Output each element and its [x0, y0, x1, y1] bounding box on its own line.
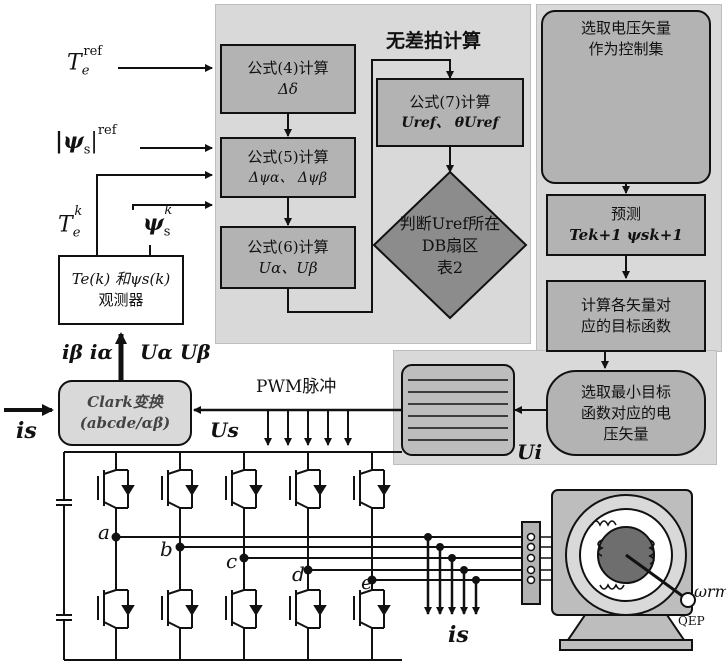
formula7-line2: Uref、 θUref — [401, 113, 498, 134]
formula6-line1: 公式(6)计算 — [247, 237, 328, 258]
phase-e-label: e — [361, 570, 373, 594]
diamond-line1: 判断Uref所在 — [380, 213, 520, 235]
cost-function-box: 计算各矢量对 应的目标函数 — [546, 280, 706, 352]
omega-label: ωrm — [694, 582, 726, 601]
clark-line2: (abcde/αβ) — [80, 413, 171, 434]
cost-line2: 应的目标函数 — [581, 316, 671, 337]
min-line1: 选取最小目标 — [581, 382, 671, 403]
motor — [552, 490, 695, 650]
cost-line1: 计算各矢量对 — [581, 295, 671, 316]
output-register — [402, 365, 514, 455]
i-beta-alpha-label: iβ iα — [62, 340, 113, 364]
observer-box: Te(k) 和ψs(k) 观测器 — [58, 255, 184, 325]
min-line2: 函数对应的电 — [581, 403, 671, 424]
predict-line1: 预测 — [611, 204, 641, 225]
us-label: Us — [210, 418, 239, 442]
formula6-line2: Uα、Uβ — [258, 258, 317, 279]
formula5-line1: 公式(5)计算 — [247, 147, 328, 168]
observer-line2: 观测器 — [98, 290, 143, 311]
formula7-line1: 公式(7)计算 — [409, 92, 490, 113]
u-alpha-beta-label: Uα Uβ — [140, 340, 211, 364]
formula4-line2: Δδ — [278, 79, 298, 100]
te-ref-label: Teref — [67, 50, 108, 79]
formula6-box: 公式(6)计算 Uα、Uβ — [220, 226, 356, 289]
qep-label: QEP — [678, 614, 705, 628]
min-line3: 压矢量 — [603, 424, 648, 445]
phase-c-label: c — [226, 549, 237, 573]
diamond-line3: 表2 — [380, 257, 520, 279]
formula4-box: 公式(4)计算 Δδ — [220, 44, 356, 114]
is-bottom-label: is — [448, 622, 469, 648]
predict-box: 预测 Tek+1 ψsk+1 — [546, 194, 706, 256]
diamond-text: 判断Uref所在 DB扇区 表2 — [380, 213, 520, 279]
min-cost-box: 选取最小目标 函数对应的电 压矢量 — [546, 370, 706, 456]
te-k-label: Tek — [58, 212, 88, 241]
predict-line2: Tek+1 ψsk+1 — [569, 225, 683, 246]
pwm-label: PWM脉冲 — [256, 372, 336, 397]
select-vectors-box: 选取电压矢量 作为控制集 — [541, 10, 711, 184]
phase-d-label: d — [292, 562, 305, 586]
ui-label: Ui — [517, 440, 542, 464]
select-line2: 作为控制集 — [588, 39, 663, 60]
phase-a-label: a — [98, 520, 110, 544]
psi-k-label: ψsk — [143, 210, 178, 239]
clark-transform-box: Clark变换 (abcde/αβ) — [58, 380, 192, 446]
select-line1: 选取电压矢量 — [581, 18, 671, 39]
formula5-box: 公式(5)计算 Δψα、 Δψβ — [220, 137, 356, 198]
diamond-line2: DB扇区 — [380, 235, 520, 257]
formula5-line2: Δψα、 Δψβ — [249, 168, 327, 189]
deadbeat-title: 无差拍计算 — [386, 26, 481, 53]
formula4-line1: 公式(4)计算 — [247, 58, 328, 79]
phase-b-label: b — [160, 537, 173, 561]
psi-ref-label: |ψs|ref — [55, 128, 117, 157]
formula7-box: 公式(7)计算 Uref、 θUref — [376, 78, 524, 147]
is-input-label: is — [16, 418, 37, 444]
clark-line1: Clark变换 — [87, 392, 163, 413]
observer-line1: Te(k) 和ψs(k) — [72, 269, 171, 290]
